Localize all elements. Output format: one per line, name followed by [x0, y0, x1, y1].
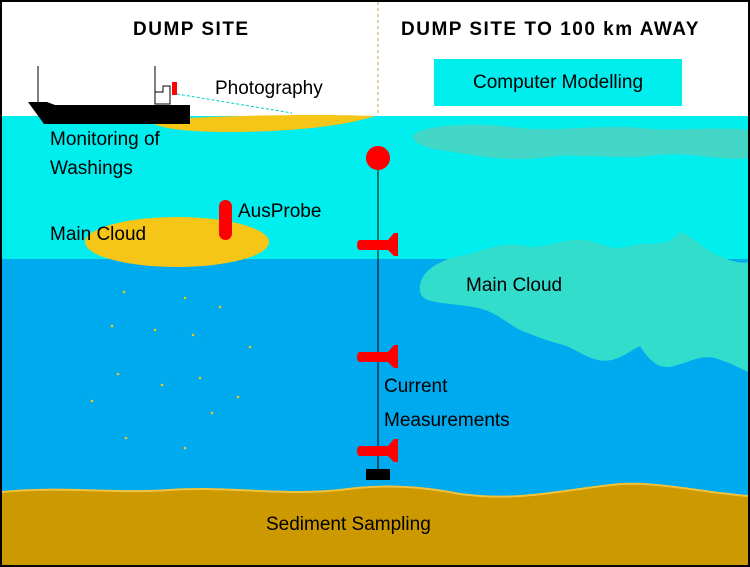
label-sediment-sampling: Sediment Sampling — [266, 514, 431, 535]
header-dump-site: DUMP SITE — [133, 19, 250, 40]
header-dump-site-100km: DUMP SITE TO 100 km AWAY — [401, 19, 700, 40]
far-field-plume-upper — [413, 124, 748, 160]
label-photography: Photography — [215, 78, 323, 99]
label-current-line1: Current — [384, 376, 448, 397]
current-meter-middle — [357, 345, 398, 368]
label-current-line2: Measurements — [384, 410, 510, 431]
current-meter-lower — [357, 439, 398, 462]
surface-washings-patch — [150, 114, 375, 132]
label-monitoring-line2: Washings — [50, 158, 133, 179]
mooring-anchor — [366, 469, 390, 480]
current-meter-upper — [357, 233, 398, 256]
label-monitoring-line1: Monitoring of — [50, 129, 160, 150]
computer-modelling-box: Computer Modelling — [434, 59, 682, 106]
label-computer-modelling: Computer Modelling — [472, 72, 644, 93]
label-main-cloud-left: Main Cloud — [50, 224, 147, 245]
label-ausprobe: AusProbe — [238, 201, 322, 222]
surface-buoy — [366, 146, 390, 170]
ausprobe-capsule — [219, 200, 232, 240]
far-field-main-cloud — [419, 232, 748, 372]
label-main-cloud-right: Main Cloud — [466, 275, 563, 296]
survey-ship — [28, 66, 190, 124]
photography-sightline — [176, 93, 293, 114]
settling-particles — [90, 290, 252, 450]
seabed — [2, 483, 748, 565]
seabed-rim — [1, 482, 749, 498]
